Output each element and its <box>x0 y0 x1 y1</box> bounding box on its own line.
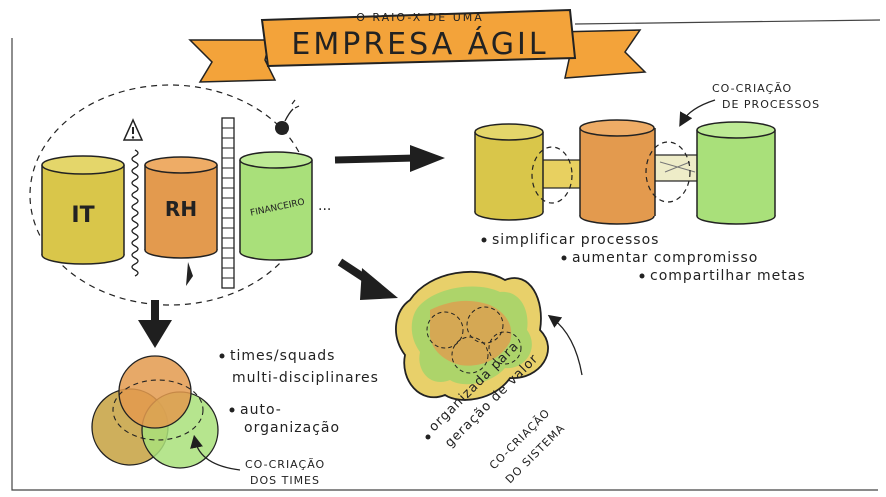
cylinder-process-orange <box>579 119 656 225</box>
cocreation-teams-pointer <box>190 434 241 471</box>
teams-bullet2-line2: organização <box>244 420 340 436</box>
cylinder-process-green <box>696 121 776 225</box>
cylinder-it: IT <box>41 155 125 265</box>
teams-cocreation-line1: CO-CRIAÇÃO <box>245 458 325 471</box>
silo-label-it: IT <box>71 203 94 228</box>
cylinder-rh: RH <box>144 156 218 259</box>
process-bullet-2: aumentar compromisso <box>572 250 758 266</box>
silos-group: IT RH <box>29 84 331 306</box>
silos-ellipsis: ... <box>318 198 331 214</box>
process-bullet-3: compartilhar metas <box>650 268 806 284</box>
spring-icon <box>131 149 139 277</box>
arrow-diagonal-head <box>360 268 398 300</box>
page-border <box>11 38 878 491</box>
silo-label-rh: RH <box>165 197 197 221</box>
cylinder-process-yellow <box>474 123 544 221</box>
arrow-right <box>334 154 416 164</box>
arrow-right-head <box>410 145 445 172</box>
teams-venn-diagram <box>91 355 241 471</box>
venn-circle-orange <box>118 355 192 429</box>
cocreation-system-pointer <box>547 314 583 376</box>
page-border-top <box>574 19 881 25</box>
connected-process-group: CO-CRIAÇÃO DE PROCESSOS <box>474 82 820 225</box>
cocreation-process-pointer <box>679 99 716 127</box>
warning-icon <box>122 118 144 141</box>
knife-icon <box>186 262 193 286</box>
banner-subtitle: O RAIO-X DE UMA <box>356 11 484 24</box>
ladder-wall-icon <box>221 117 235 289</box>
process-cocreation-line2: DE PROCESSOS <box>722 98 820 111</box>
process-bullet-1: simplificar processos <box>492 232 659 248</box>
teams-cocreation-line2: DOS TIMES <box>250 474 320 487</box>
teams-bullet1-line1: times/squads <box>230 348 335 364</box>
process-bullets: simplificar processos aumentar compromis… <box>481 232 806 284</box>
cylinder-financeiro: FINANCEIRO <box>239 151 313 261</box>
teams-bullets: times/squads multi-disciplinares auto- o… <box>219 348 379 487</box>
title-banner: O RAIO-X DE UMA EMPRESA ÁGIL <box>188 8 647 83</box>
teams-bullet1-line2: multi-disciplinares <box>232 370 379 386</box>
arrow-down-head <box>138 320 172 348</box>
banner-title: EMPRESA ÁGIL <box>291 26 548 62</box>
organism-blob <box>395 270 583 401</box>
bomb-icon <box>275 99 300 135</box>
process-cocreation-line1: CO-CRIAÇÃO <box>712 82 792 95</box>
teams-bullet2-line1: auto- <box>240 402 282 418</box>
